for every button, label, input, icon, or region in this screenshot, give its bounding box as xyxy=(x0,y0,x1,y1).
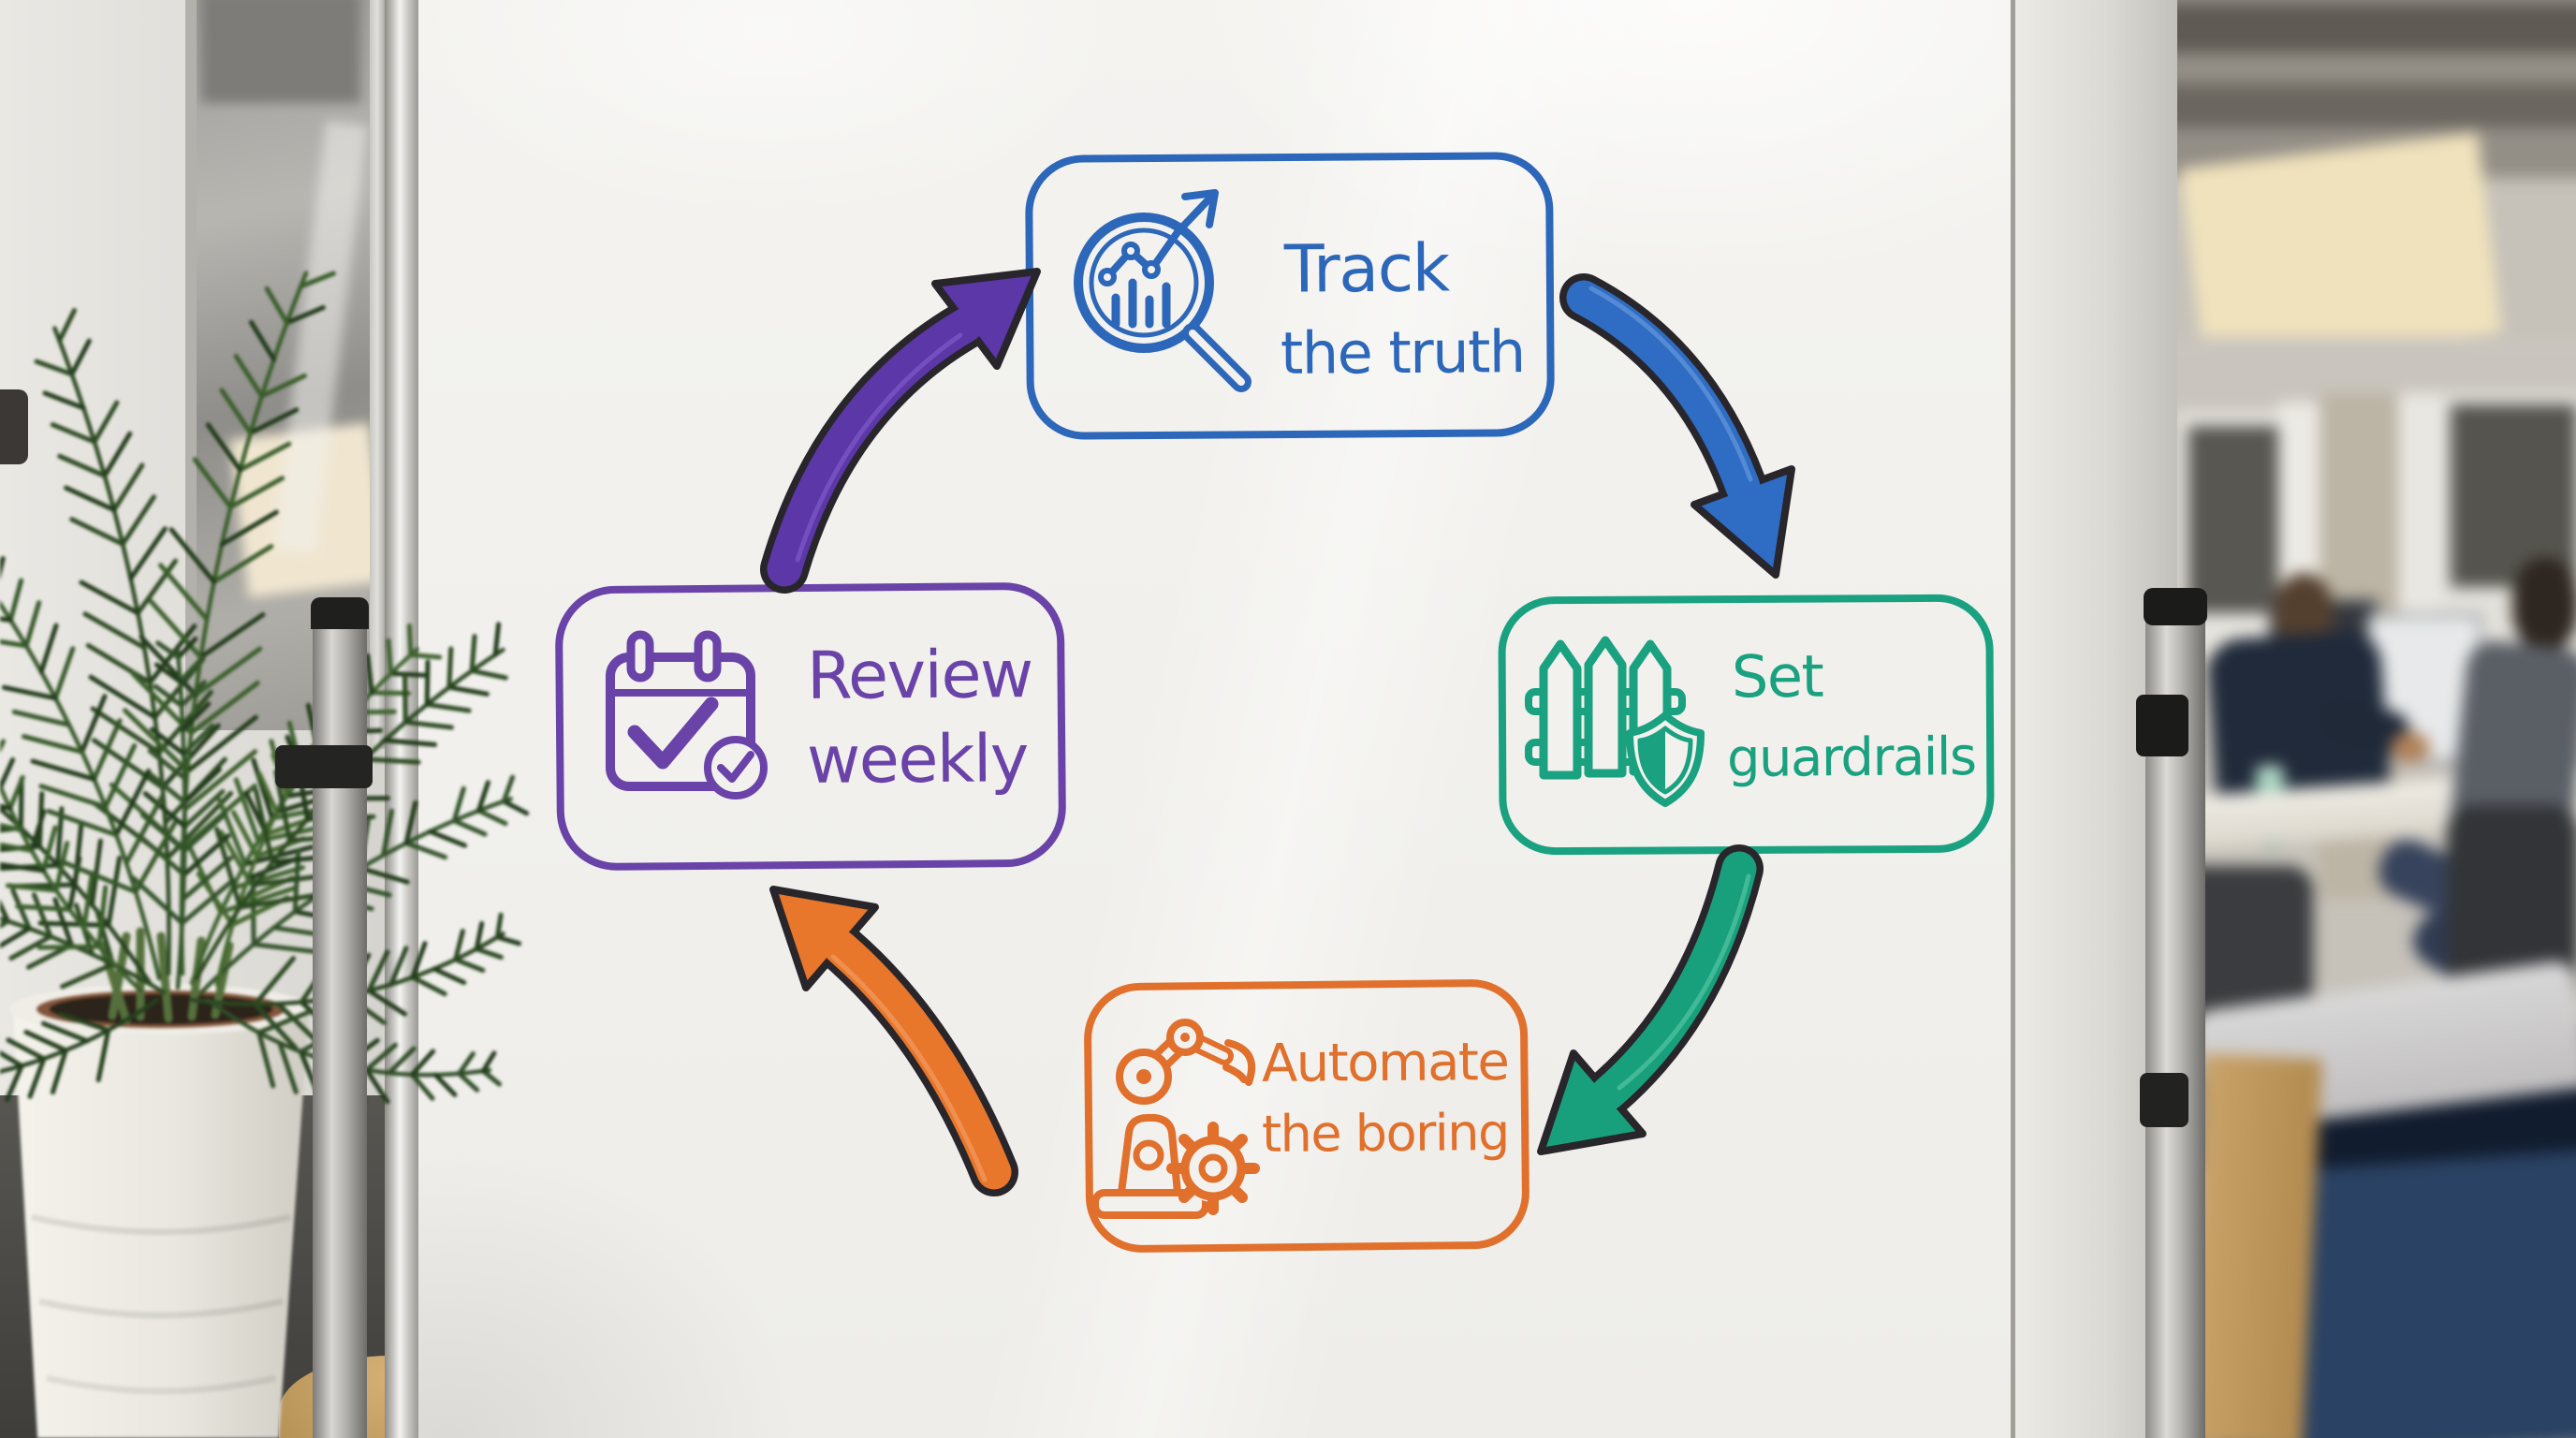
whiteboard-left-edge xyxy=(385,0,418,1438)
automate-label-line2: the boring xyxy=(1261,1103,1510,1164)
window-blind xyxy=(2451,404,2576,587)
person-hand xyxy=(2391,732,2430,762)
review-label-line1: Review xyxy=(806,636,1033,714)
track-label-line1: Track xyxy=(1283,229,1449,308)
stand-pole-left xyxy=(313,604,367,1438)
door-cabinet-reflection xyxy=(201,0,360,103)
ceiling-beam xyxy=(2177,4,2576,52)
palm-fronds xyxy=(0,271,530,1105)
door-frame-right xyxy=(370,0,385,749)
stand-pole-right-cap xyxy=(2144,588,2207,625)
automate-label-line1: Automate xyxy=(1261,1032,1509,1094)
track-label-line2: the truth xyxy=(1280,317,1525,388)
ceiling-beam xyxy=(2177,84,2576,127)
window-blind xyxy=(2188,426,2278,613)
stand-pole-left-clamp xyxy=(275,745,373,788)
wall-handle-knob xyxy=(0,389,28,464)
office-background xyxy=(2177,0,2576,1438)
person2-hair xyxy=(2512,558,2576,652)
guardrails-label-line2: guardrails xyxy=(1726,726,1976,789)
whiteboard-edge-line xyxy=(2011,0,2015,1438)
stand-pole-right-clamp xyxy=(2136,695,2188,756)
stand-pole-left-cap xyxy=(311,597,369,629)
review-label-line2: weekly xyxy=(806,720,1029,799)
guardrails-label-line1: Set xyxy=(1731,641,1823,712)
plant-pot xyxy=(9,984,313,1438)
stand-pole-right-clamp xyxy=(2140,1073,2188,1127)
